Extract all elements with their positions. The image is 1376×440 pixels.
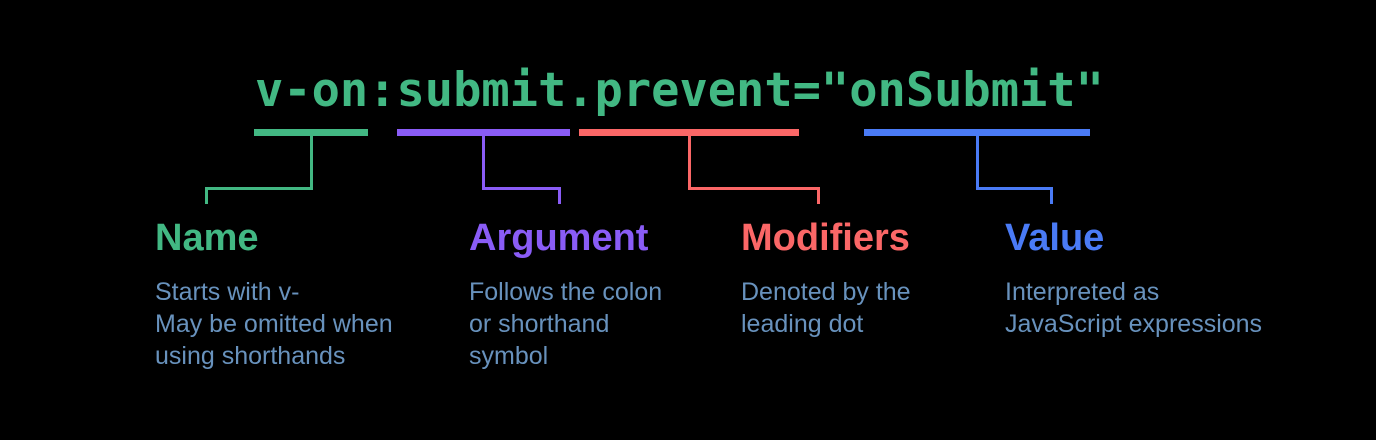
name-underline (254, 129, 368, 136)
modifiers-underline (579, 129, 799, 136)
argument-connector-vertical (482, 136, 485, 190)
argument-connector-drop (558, 187, 561, 204)
argument-description-line: symbol (469, 342, 549, 370)
name-description-line: Starts with v- (155, 278, 300, 306)
name-label: Name (155, 217, 259, 259)
modifiers-connector-drop (817, 187, 820, 204)
argument-underline (397, 129, 570, 136)
modifiers-description-line: Denoted by the (741, 278, 911, 306)
argument-label: Argument (469, 217, 649, 259)
argument-connector-horizontal (482, 187, 561, 190)
modifiers-description-line: leading dot (741, 310, 864, 338)
modifiers-label: Modifiers (741, 217, 910, 259)
argument-description-line: or shorthand (469, 310, 610, 338)
modifiers-connector-horizontal (688, 187, 820, 190)
name-connector-horizontal (205, 187, 313, 190)
name-connector-drop (205, 187, 208, 204)
value-underline (864, 129, 1090, 136)
name-description: Starts with v- May be omitted when using… (155, 276, 393, 372)
value-description-line: JavaScript expressions (1005, 310, 1263, 338)
modifiers-description: Denoted by the leading dot (741, 276, 911, 340)
name-connector-vertical (310, 136, 313, 190)
value-connector-horizontal (976, 187, 1053, 190)
modifiers-connector-vertical (688, 136, 691, 190)
value-connector-drop (1050, 187, 1053, 204)
name-description-line: May be omitted when (155, 310, 393, 338)
directive-code: v-on:submit.prevent="onSubmit" (255, 63, 1104, 118)
name-description-line: using shorthands (155, 342, 346, 370)
value-label: Value (1005, 217, 1105, 259)
value-description-line: Interpreted as (1005, 278, 1160, 306)
argument-description: Follows the colon or shorthand symbol (469, 276, 662, 372)
value-connector-vertical (976, 136, 979, 190)
argument-description-line: Follows the colon (469, 278, 663, 306)
value-description: Interpreted as JavaScript expressions (1005, 276, 1262, 340)
